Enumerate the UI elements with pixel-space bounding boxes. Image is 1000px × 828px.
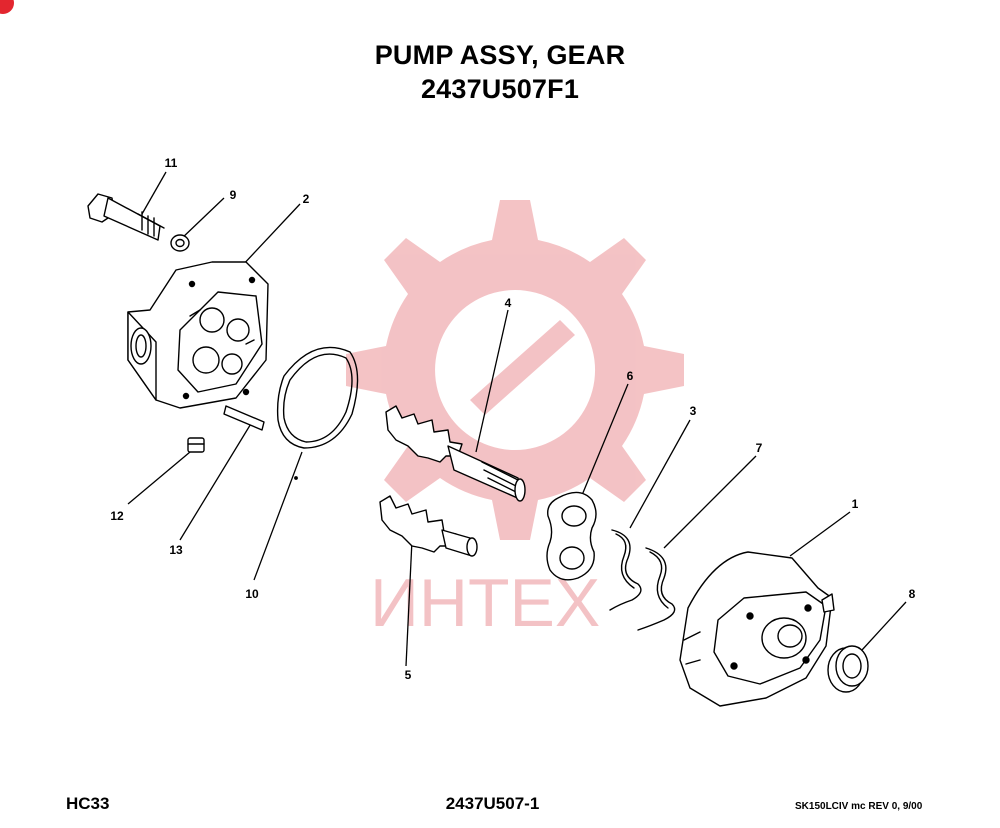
callout-7: 7 (756, 441, 763, 455)
callout-5: 5 (405, 668, 412, 682)
leader-12 (127, 451, 191, 505)
spring-seal-part-3 (609, 529, 642, 611)
plug-part-12 (187, 437, 205, 453)
leader-11 (141, 171, 167, 215)
corner-mark (0, 0, 14, 14)
callout-3: 3 (690, 404, 697, 418)
pump-body-part-1 (679, 551, 835, 707)
diagram-title: PUMP ASSY, GEAR (374, 40, 626, 70)
driven-gear-part-5 (379, 495, 478, 557)
drawing-number: 2437U507-1 (445, 794, 540, 813)
leader-7 (663, 455, 757, 549)
callout-labels: 11 9 2 4 6 3 7 1 8 12 13 10 5 (110, 156, 915, 682)
callout-8: 8 (909, 587, 916, 601)
callout-4: 4 (505, 296, 512, 310)
leader-6 (579, 383, 629, 501)
leader-lines (127, 171, 907, 667)
cover-part-2 (127, 261, 269, 409)
leader-10 (253, 451, 303, 581)
page-code: HC33 (66, 794, 110, 813)
callout-2: 2 (303, 192, 310, 206)
callout-10: 10 (245, 587, 259, 601)
leader-2 (239, 203, 301, 269)
leader-9 (179, 197, 225, 241)
leader-3 (629, 419, 691, 529)
bolt-part-11 (87, 193, 165, 241)
leader-13 (179, 421, 253, 541)
title-block: PUMP ASSY, GEAR 2437U507F1 (0, 38, 1000, 106)
leader-5 (405, 539, 413, 667)
washer-part-9 (170, 234, 190, 252)
part-number: 2437U507F1 (420, 74, 580, 104)
leader-1 (789, 511, 851, 557)
leader-4 (475, 309, 509, 453)
callout-1: 1 (852, 497, 859, 511)
callout-12: 12 (110, 509, 124, 523)
pin-part-13 (223, 405, 265, 431)
callout-11: 11 (165, 156, 178, 170)
oil-seal-part-8 (827, 645, 869, 693)
spring-seal-part-7 (637, 547, 676, 631)
revision-note: SK150LCIV mc REV 0, 9/00 (795, 801, 923, 812)
seal-ring-part-10 (276, 346, 359, 480)
gasket-part-6 (546, 491, 597, 581)
drive-gear-part-4 (385, 405, 526, 502)
callout-9: 9 (230, 188, 237, 202)
callout-13: 13 (169, 543, 183, 557)
leader-8 (861, 601, 907, 651)
parts (87, 193, 869, 707)
callout-6: 6 (627, 369, 634, 383)
